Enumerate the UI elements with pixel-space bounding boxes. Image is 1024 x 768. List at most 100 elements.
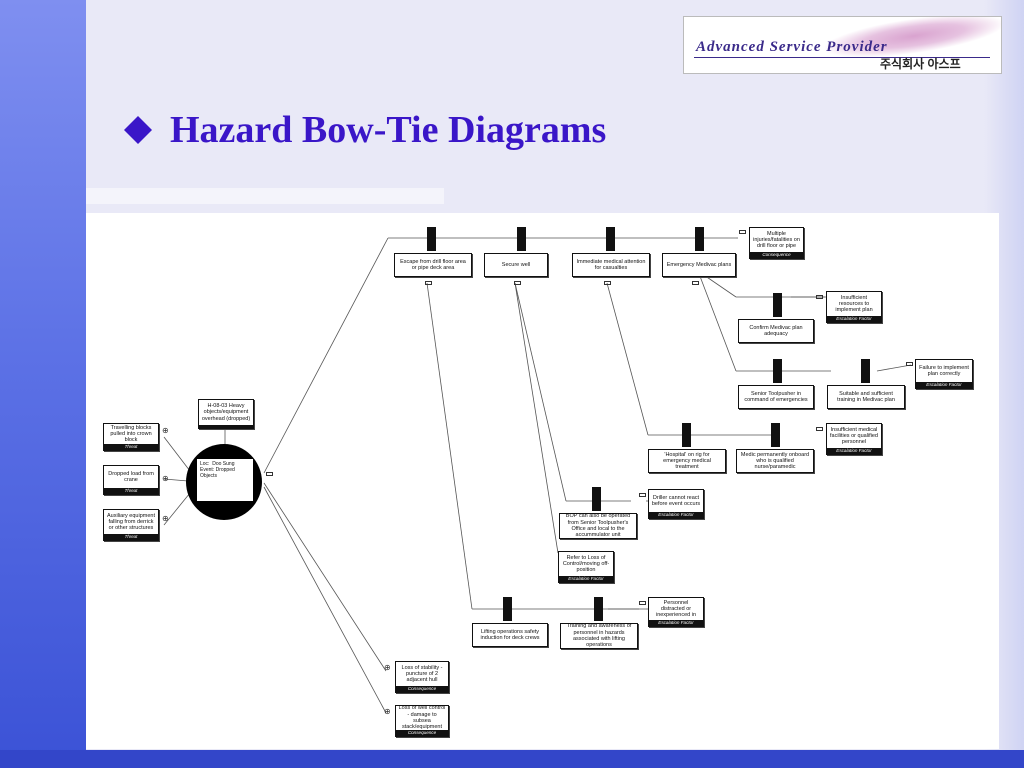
barrier-text: Emergency Medivac plans — [666, 261, 732, 268]
hazard-text: H-08-03 Heavy objects/equipment overhead… — [201, 403, 251, 422]
top-event-event-value: Dropped Objects — [200, 467, 235, 479]
top-event-loc-label: Loc: — [200, 461, 210, 467]
barrier-marker — [773, 359, 782, 383]
threat-text: Dropped load from crane — [108, 470, 154, 483]
collapse-minus-icon — [514, 281, 521, 285]
escalation-tag: Escalation Factor — [827, 316, 881, 322]
barrier-text: Suitable and sufficient training in Medi… — [837, 390, 895, 403]
escalation-text: Insufficient medical facilities or quali… — [830, 426, 878, 446]
hazard-box: H-08-03 Heavy objects/equipment overhead… — [198, 399, 254, 429]
escalation-text: Driller cannot react before event occurs — [651, 494, 701, 507]
barrier-text: 'Hospital' on rig for emergency medical … — [663, 451, 711, 471]
collapse-minus-icon — [692, 281, 699, 285]
consequence-box: Multiple injuries/fatalities on drill fl… — [749, 227, 804, 259]
barrier-marker — [517, 227, 526, 251]
top-event-event-label: Event: — [200, 467, 215, 473]
escalation-box: Driller cannot react before event occurs… — [648, 489, 704, 519]
barrier-marker — [771, 423, 780, 447]
expand-plus-icon: ⊕ — [162, 514, 169, 523]
left-decorative-band — [0, 0, 86, 768]
consequence-text: Multiple injuries/fatalities on drill fl… — [753, 230, 800, 250]
barrier-box: Senior Toolpusher in command of emergenc… — [738, 385, 814, 409]
barrier-text: BOP can also be operated from Senior Too… — [565, 513, 631, 539]
escalation-box: Insufficient resources to implement plan… — [826, 291, 882, 323]
barrier-text: Immediate medical attention for casualti… — [576, 258, 646, 271]
consequence-tag: Consequence — [750, 252, 803, 258]
barrier-marker — [503, 597, 512, 621]
threat-text: Auxiliary equipment falling from derrick… — [107, 512, 155, 532]
logo-underline — [694, 57, 990, 58]
collapse-minus-icon — [604, 281, 611, 285]
barrier-text: Senior Toolpusher in command of emergenc… — [744, 390, 808, 403]
escalation-text: Insufficient resources to implement plan — [835, 294, 873, 314]
consequence-text: Loss of well control - damage to subsea … — [398, 705, 446, 731]
escalation-box: Failure to implement plan correctly Esca… — [915, 359, 973, 389]
company-logo: Advanced Service Provider 주식회사 아스프 — [683, 16, 1002, 74]
collapse-minus-icon — [816, 427, 823, 431]
barrier-box: Emergency Medivac plans — [662, 253, 736, 277]
barrier-box: Escape from drill floor area or pipe dec… — [394, 253, 472, 277]
threat-tag: Threat — [104, 488, 158, 494]
escalation-tag: Escalation Factor — [916, 382, 972, 388]
threat-tag: Threat — [104, 534, 158, 540]
barrier-marker — [695, 227, 704, 251]
escalation-tag: Escalation Factor — [559, 576, 613, 582]
consequence-tag: Consequence — [396, 686, 448, 692]
consequence-box: Loss of well control - damage to subsea … — [395, 705, 449, 737]
consequence-box: Loss of stability - puncture of 2 adjace… — [395, 661, 449, 693]
barrier-box: BOP can also be operated from Senior Too… — [559, 513, 637, 539]
escalation-text: Personnel distracted or inexperienced in — [655, 599, 697, 619]
collapse-minus-icon — [639, 493, 646, 497]
bowtie-diagram: Travelling blocks pulled into crown bloc… — [86, 213, 999, 749]
barrier-marker — [427, 227, 436, 251]
slide-title: Hazard Bow-Tie Diagrams — [124, 108, 606, 152]
barrier-box: 'Hospital' on rig for emergency medical … — [648, 449, 726, 473]
top-event-box: Loc: Doo Sung Event: Dropped Objects — [197, 459, 253, 501]
collapse-minus-icon — [906, 362, 913, 366]
barrier-text: Escape from drill floor area or pipe dec… — [400, 258, 466, 271]
collapse-minus-icon — [739, 230, 746, 234]
collapse-minus-icon — [816, 295, 823, 299]
barrier-text: Secure well — [501, 261, 531, 268]
barrier-marker — [594, 597, 603, 621]
barrier-box: Medic permanently onboard who is qualifi… — [736, 449, 814, 473]
expand-plus-icon: ⊕ — [162, 474, 169, 483]
threat-text: Travelling blocks pulled into crown bloc… — [110, 424, 152, 444]
threat-tag: Threat — [104, 444, 158, 450]
escalation-tag: Escalation Factor — [649, 620, 703, 626]
threat-box: Auxiliary equipment falling from derrick… — [103, 509, 159, 541]
consequence-text: Loss of stability - puncture of 2 adjace… — [401, 664, 443, 684]
barrier-box: Confirm Medivac plan adequacy — [738, 319, 814, 343]
escalation-tag: Escalation Factor — [827, 448, 881, 454]
top-event-loc-value: Doo Sung — [212, 461, 235, 467]
barrier-box: Suitable and sufficient training in Medi… — [827, 385, 905, 409]
logo-korean-text: 주식회사 아스프 — [880, 57, 961, 71]
barrier-box: Secure well — [484, 253, 548, 277]
escalation-tag: Escalation Factor — [649, 512, 703, 518]
barrier-marker — [606, 227, 615, 251]
barrier-marker — [861, 359, 870, 383]
bottom-decorative-band — [0, 750, 1024, 768]
barrier-marker — [592, 487, 601, 511]
title-underline-bar — [86, 188, 444, 204]
barrier-text: Lifting operations safety induction for … — [480, 628, 540, 641]
barrier-box: Training and awareness of personnel in h… — [560, 623, 638, 649]
escalation-text: Failure to implement plan correctly — [919, 364, 969, 377]
escalation-box: Insufficient medical facilities or quali… — [826, 423, 882, 455]
threat-box: Travelling blocks pulled into crown bloc… — [103, 423, 159, 451]
diamond-bullet-icon — [124, 116, 152, 144]
slide-title-text: Hazard Bow-Tie Diagrams — [170, 109, 607, 151]
barrier-text: Training and awareness of personnel in h… — [566, 623, 632, 649]
collapse-minus-icon — [266, 472, 273, 476]
escalation-text: Refer to Loss of Control/moving off-posi… — [562, 554, 610, 574]
expand-plus-icon: ⊕ — [162, 426, 169, 435]
barrier-box: Lifting operations safety induction for … — [472, 623, 548, 647]
escalation-box: Refer to Loss of Control/moving off-posi… — [558, 551, 614, 583]
barrier-box: Immediate medical attention for casualti… — [572, 253, 650, 277]
escalation-box: Personnel distracted or inexperienced in… — [648, 597, 704, 627]
collapse-minus-icon — [425, 281, 432, 285]
barrier-text: Confirm Medivac plan adequacy — [749, 324, 803, 337]
barrier-marker — [773, 293, 782, 317]
barrier-text: Medic permanently onboard who is qualifi… — [740, 451, 810, 471]
logo-english-text: Advanced Service Provider — [696, 39, 888, 55]
